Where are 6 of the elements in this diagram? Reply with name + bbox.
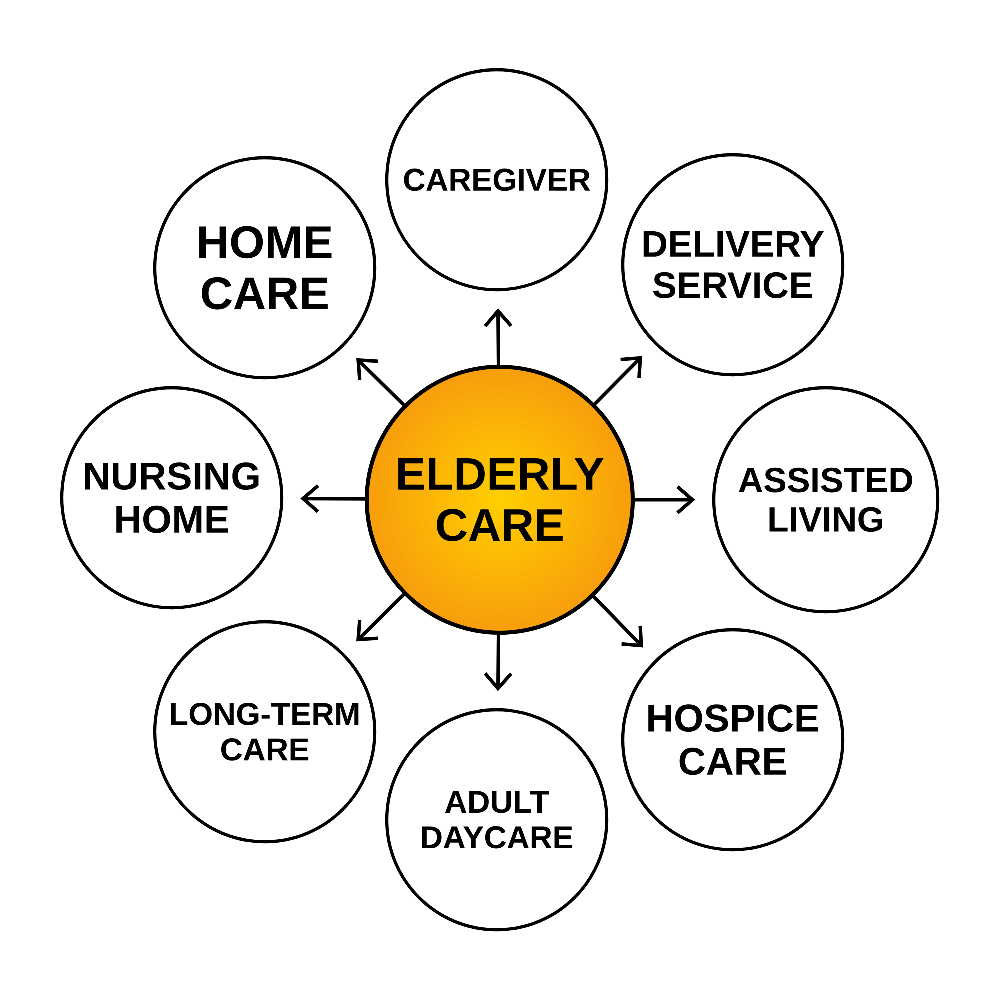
- arrow: [300, 484, 367, 514]
- arrow: [592, 595, 644, 648]
- arrow: [356, 593, 406, 642]
- arrow: [356, 358, 406, 407]
- arrow: [633, 486, 696, 514]
- arrow: [593, 356, 642, 406]
